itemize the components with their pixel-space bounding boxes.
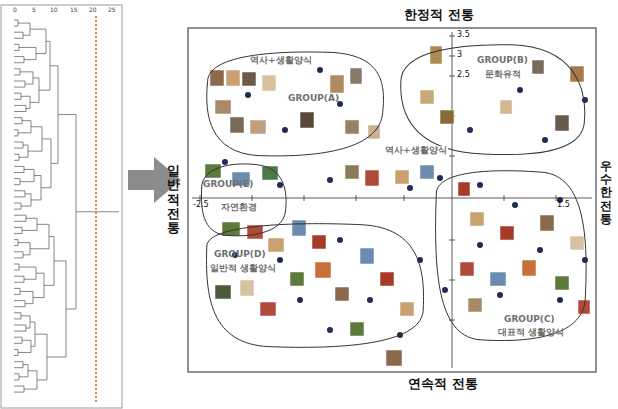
axis-title: 우수한 전통 [600, 160, 612, 226]
axis-tick-label: 5 [32, 7, 36, 14]
group-outline [200, 218, 430, 352]
dendrogram-panel [1, 5, 122, 408]
group-outline-path [401, 45, 585, 155]
group-outline-path [436, 171, 587, 341]
axis-tick-label: 2.5 [457, 71, 470, 80]
axis-tick-label: 20 [89, 7, 97, 14]
axis-tick-label: 0 [13, 7, 17, 14]
group-name: GROUP(D) [214, 250, 266, 260]
group-caption: 역사+생활양식 [250, 56, 312, 66]
axis-tick-label: 25 [108, 7, 116, 14]
axis-tick-label: 3.5 [457, 31, 470, 40]
axis-tick-label: -2.5 [193, 201, 209, 210]
group-caption: 자연환경 [221, 203, 257, 213]
photo-thumbnails [205, 46, 590, 366]
group-name: GROUP(C) [504, 315, 555, 325]
axes [192, 32, 592, 368]
group-name: GROUP(B) [477, 56, 528, 66]
data-points [222, 67, 588, 338]
axis-tick-label: 15 [70, 7, 78, 14]
group-caption: 대표적 생활양식 [498, 328, 564, 338]
plot-frame [188, 28, 596, 372]
axis-tick-label: 3 [457, 51, 462, 60]
group-region: GROUP(B) 문화유적 [395, 40, 590, 160]
group-caption: 일반적 생활양식 [210, 264, 276, 274]
group-region: GROUP(C) 대표적 생활양식 [430, 165, 590, 345]
axis-tick-label: 10 [50, 7, 58, 14]
group-region: 역사+생활양식 GROUP(A) [200, 48, 390, 160]
region-label: 역사+생활양식 [384, 146, 448, 156]
axis-title: 한정적 전통 [404, 8, 474, 22]
group-caption: GROUP(A) [288, 94, 339, 104]
group-outline-path [207, 52, 384, 156]
group-region: GROUP(D) 일반적 생활양식 [200, 218, 430, 352]
group-caption: 문화유적 [485, 70, 521, 80]
group-outline-path [207, 224, 424, 348]
axis-title: 연속적 전통 [408, 377, 478, 391]
cut-line [95, 16, 97, 404]
group-name: GROUP(E) [203, 180, 253, 190]
dendrogram [14, 20, 119, 392]
dendrogram-branches [14, 20, 119, 392]
axis-tick-label: 1.5 [557, 201, 570, 210]
axis-title: 일반적 전통 [167, 164, 180, 235]
